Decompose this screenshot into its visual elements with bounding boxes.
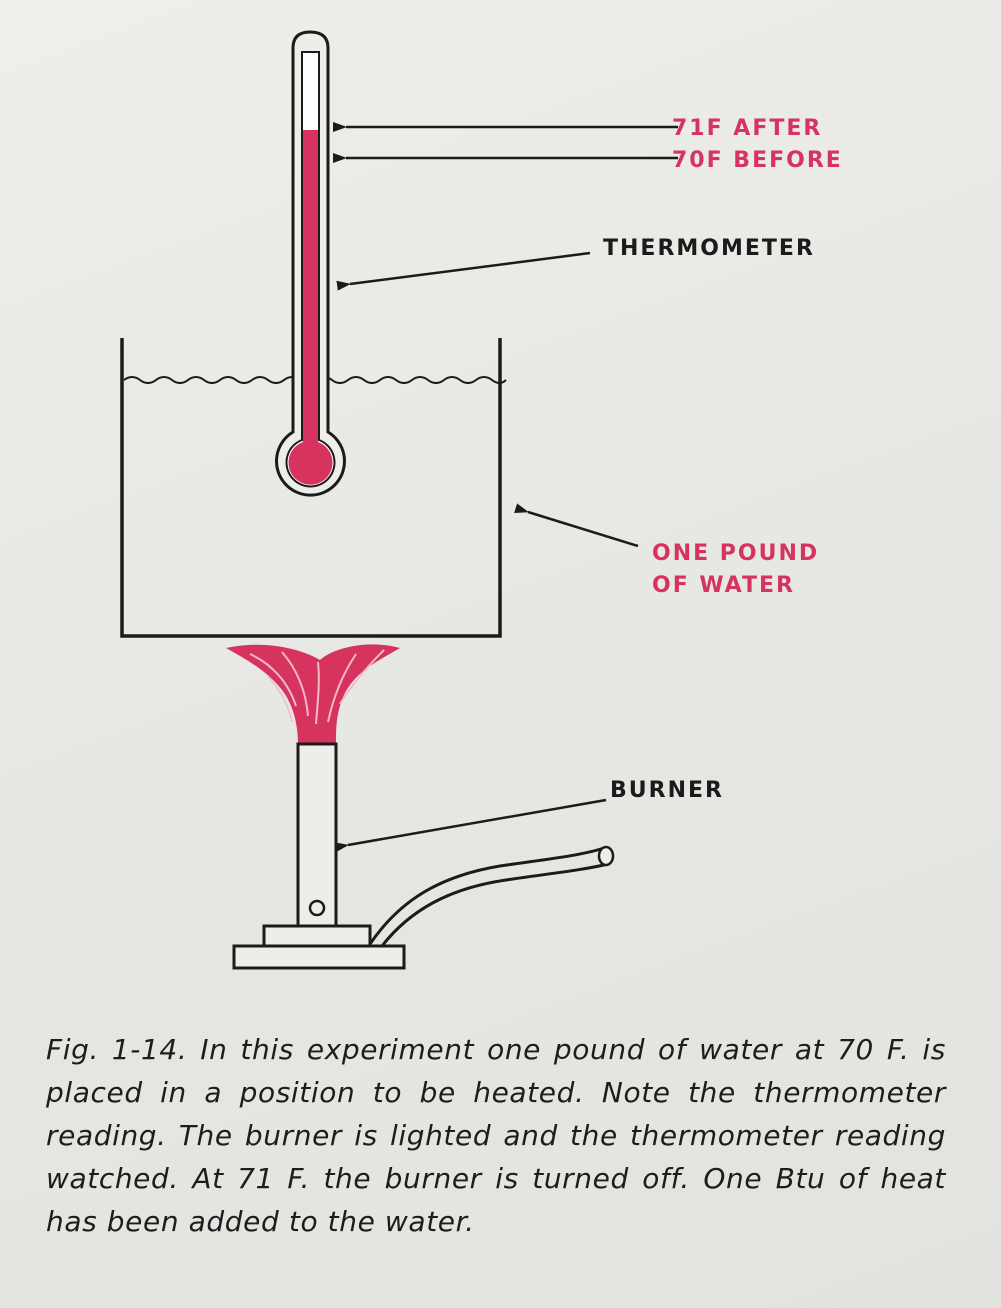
water-arrow bbox=[514, 503, 639, 548]
burner-label: BURNER bbox=[610, 778, 724, 803]
thermometer-label: THERMOMETER bbox=[603, 236, 815, 261]
burner-icon bbox=[232, 742, 406, 970]
thermometer-icon bbox=[275, 30, 346, 497]
heat-experiment-diagram: 71F AFTER 70F BEFORE THERMOMETER ONE POU… bbox=[120, 30, 843, 970]
thermometer-arrow bbox=[336, 251, 591, 291]
flame-icon bbox=[226, 644, 400, 744]
gas-hose-icon bbox=[368, 845, 615, 947]
before-label: 70F BEFORE bbox=[672, 148, 843, 173]
burner-arrow bbox=[334, 798, 607, 853]
figure-caption: Fig. 1-14. In this experiment one pound … bbox=[46, 1033, 946, 1238]
after-label: 71F AFTER bbox=[672, 116, 822, 141]
water-label-line1: ONE POUND bbox=[652, 541, 819, 566]
water-label-line2: OF WATER bbox=[652, 573, 795, 598]
